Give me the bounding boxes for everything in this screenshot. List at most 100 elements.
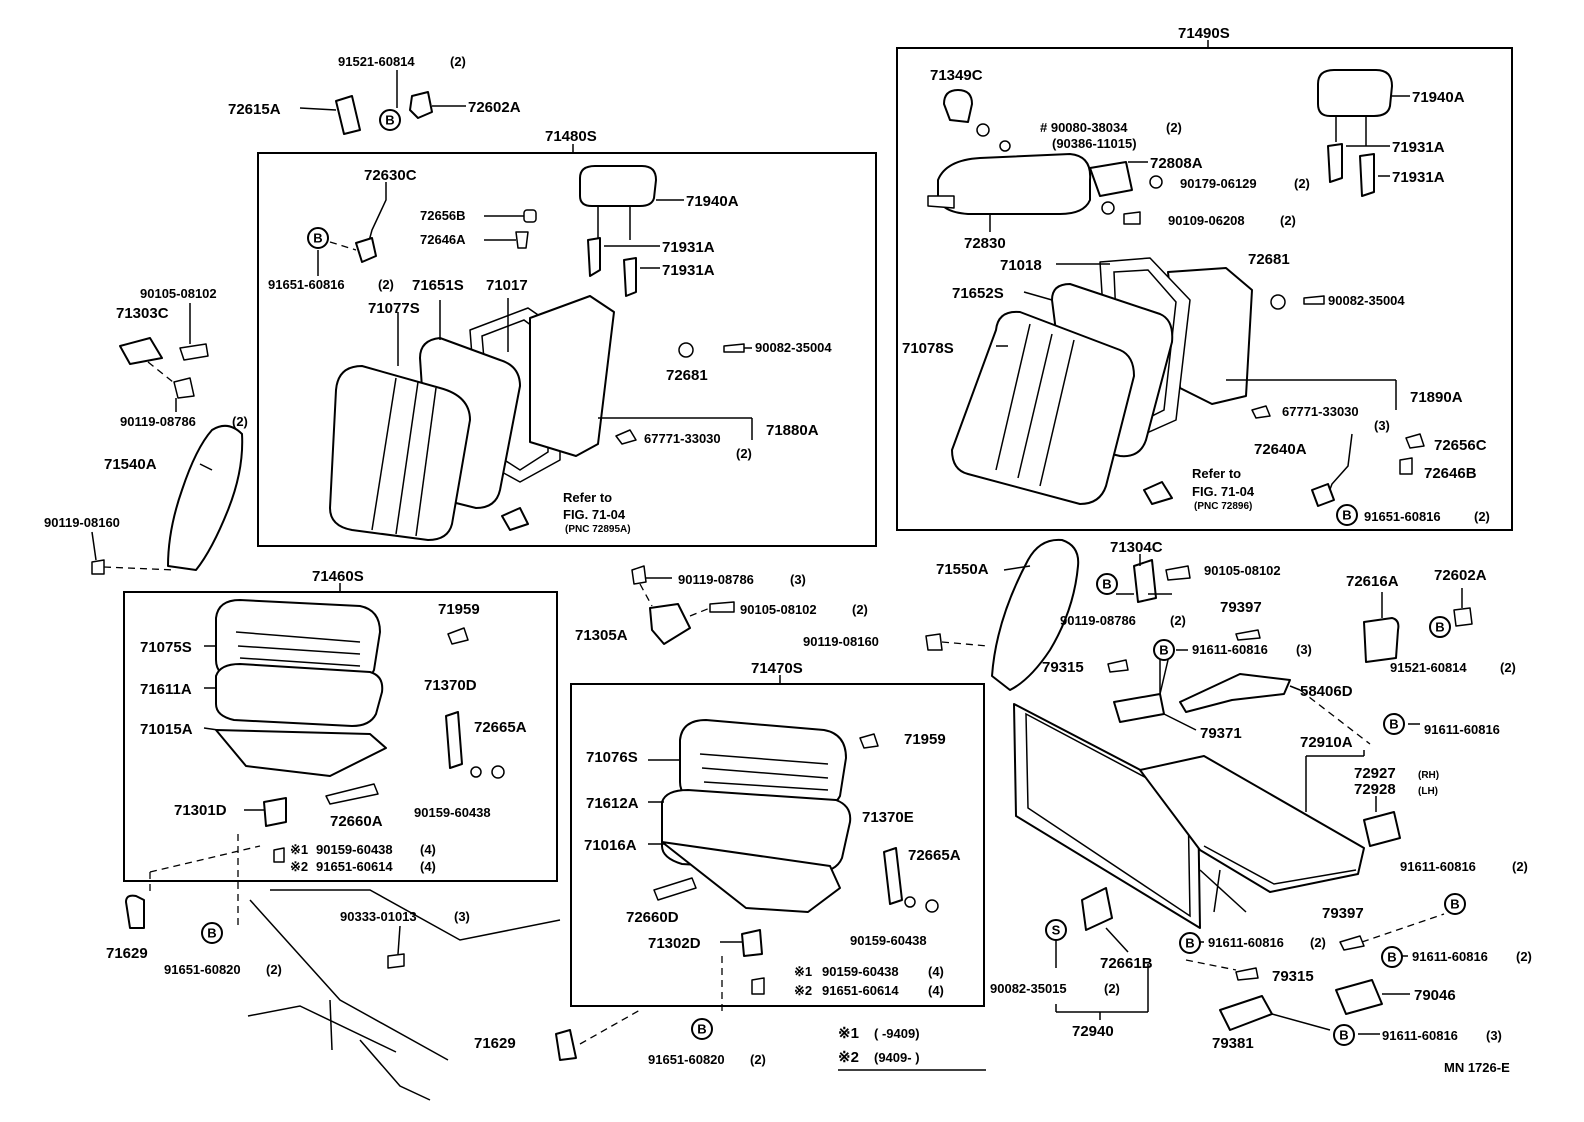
part-72681-a xyxy=(678,342,694,358)
label-90159-60438-d: 90159-60438 xyxy=(822,964,899,979)
label-72665A-b: 72665A xyxy=(908,847,961,864)
part-71931A-d xyxy=(1359,153,1375,197)
part-90082-a xyxy=(723,343,745,353)
svg-text:B: B xyxy=(1342,508,1351,523)
label-90119-08786-a: 90119-08786 xyxy=(120,414,196,429)
label-90105-08102-b: 90105-08102 xyxy=(740,602,817,617)
label-72630C: 72630C xyxy=(364,167,417,184)
part-72656C xyxy=(1405,433,1425,449)
mark-1-b: ※1 xyxy=(794,964,812,979)
part-90105-a xyxy=(179,343,209,361)
label-71931A-a: 71931A xyxy=(662,239,715,256)
part-71931A-c xyxy=(1327,143,1343,183)
label-91521-60814-b: 91521-60814 xyxy=(1390,660,1467,675)
label-90082-35004-b: 90082-35004 xyxy=(1328,293,1405,308)
refer-a-line2: FIG. 71-04 xyxy=(563,507,626,522)
qty-91651-60816-b: (2) xyxy=(1474,509,1490,524)
svg-text:B: B xyxy=(385,113,394,128)
callout-B-91611-b: B xyxy=(1383,713,1405,735)
label-72928: 72928 xyxy=(1354,781,1396,798)
label-67771-33030-a: 67771-33030 xyxy=(644,431,721,446)
svg-text:B: B xyxy=(1450,897,1459,912)
label-72660D: 72660D xyxy=(626,909,679,926)
label-71016A: 71016A xyxy=(584,837,637,854)
label-67771-33030-b: 67771-33030 xyxy=(1282,404,1359,419)
label-79315-b: 79315 xyxy=(1272,968,1314,985)
label-91651-60820-b: 91651-60820 xyxy=(648,1052,725,1067)
label-90080-38034: # 90080-38034 xyxy=(1040,120,1128,135)
part-71611A xyxy=(215,663,384,727)
footer-figure-code: MN 1726-E xyxy=(1444,1060,1510,1075)
label-71303C: 71303C xyxy=(116,305,169,322)
part-90119-a xyxy=(173,377,195,399)
label-79315-a: 79315 xyxy=(1042,659,1084,676)
label-71076S: 71076S xyxy=(586,749,638,766)
label-71652S: 71652S xyxy=(952,285,1004,302)
qty-91611-60816-e: (2) xyxy=(1310,935,1326,950)
label-71959-a: 71959 xyxy=(438,601,480,618)
label-90109-06208: 90109-06208 xyxy=(1168,213,1245,228)
label-72602A-a: 72602A xyxy=(468,99,521,116)
part-90119-d xyxy=(925,633,943,651)
label-72646B: 72646B xyxy=(1424,465,1477,482)
label-71550A: 71550A xyxy=(936,561,989,578)
label-90159-60438-a: 90159-60438 xyxy=(414,805,491,820)
label-71301D: 71301D xyxy=(174,802,227,819)
label-90159-60438-b: 90159-60438 xyxy=(316,842,393,857)
svg-text:B: B xyxy=(1339,1028,1348,1043)
label-71349C: 71349C xyxy=(930,67,983,84)
part-90333 xyxy=(387,953,405,969)
qty-90119-08786-c: (3) xyxy=(790,572,806,587)
refer-b-line3: (PNC 72896) xyxy=(1194,501,1252,512)
label-91651-60816-a: 91651-60816 xyxy=(268,277,345,292)
part-71959-b xyxy=(859,733,879,749)
note-text-1: ( -9409) xyxy=(874,1026,920,1041)
label-72940: 72940 xyxy=(1072,1023,1114,1040)
label-71931A-b: 71931A xyxy=(662,262,715,279)
part-67771-b xyxy=(1251,405,1271,419)
part-71302D xyxy=(741,929,763,957)
label-58406D: 58406D xyxy=(1300,683,1353,700)
part-71540A xyxy=(167,424,244,571)
part-58406D xyxy=(1179,673,1291,713)
part-90159-c xyxy=(904,896,916,908)
label-90119-08160-b: 90119-08160 xyxy=(803,634,879,649)
label-71629-a: 71629 xyxy=(106,945,148,962)
part-72661B xyxy=(1081,887,1113,931)
part-71301D xyxy=(263,797,287,827)
label-72927: 72927 xyxy=(1354,765,1396,782)
refer-a-line1: Refer to xyxy=(563,490,612,505)
label-91611-60816-f: 91611-60816 xyxy=(1382,1028,1458,1043)
callout-B-91611-f: B xyxy=(1333,1024,1355,1046)
qty-90333-01013: (3) xyxy=(454,909,470,924)
part-71016A xyxy=(661,841,841,913)
qty-90109-06208: (2) xyxy=(1280,213,1296,228)
qty-91651-60614-a: (4) xyxy=(420,859,436,874)
label-90119-08160-a: 90119-08160 xyxy=(44,515,120,530)
label-72910A: 72910A xyxy=(1300,734,1353,751)
mark-2-a: ※2 xyxy=(290,859,308,874)
part-90105-c xyxy=(1165,565,1191,581)
label-90179-06129: 90179-06129 xyxy=(1180,176,1257,191)
refer-b-line2: FIG. 71-04 xyxy=(1192,484,1255,499)
part-90159-b xyxy=(273,847,285,863)
label-71940A-a: 71940A xyxy=(686,193,739,210)
label-71540A: 71540A xyxy=(104,456,157,473)
qty-67771-33030-b: (3) xyxy=(1374,418,1390,433)
part-79315-a xyxy=(1107,659,1129,673)
svg-text:B: B xyxy=(1435,620,1444,635)
label-91521-60814-a: 91521-60814 xyxy=(338,54,415,69)
label-71651S: 71651S xyxy=(412,277,464,294)
label-71370D: 71370D xyxy=(424,677,477,694)
qty-91651-60820-b: (2) xyxy=(750,1052,766,1067)
svg-text:S: S xyxy=(1052,923,1061,938)
qty-91611-60816-a: (3) xyxy=(1296,642,1312,657)
label-90082-35004-a: 90082-35004 xyxy=(755,340,832,355)
label-72808A: 72808A xyxy=(1150,155,1203,172)
part-90082-b xyxy=(1303,295,1325,305)
note-mark-1: ※1 xyxy=(838,1025,859,1042)
label-72616A: 72616A xyxy=(1346,573,1399,590)
label-71304C: 71304C xyxy=(1110,539,1163,556)
part-79397-a xyxy=(1235,629,1261,641)
callout-B-91611-d: B xyxy=(1381,946,1403,968)
